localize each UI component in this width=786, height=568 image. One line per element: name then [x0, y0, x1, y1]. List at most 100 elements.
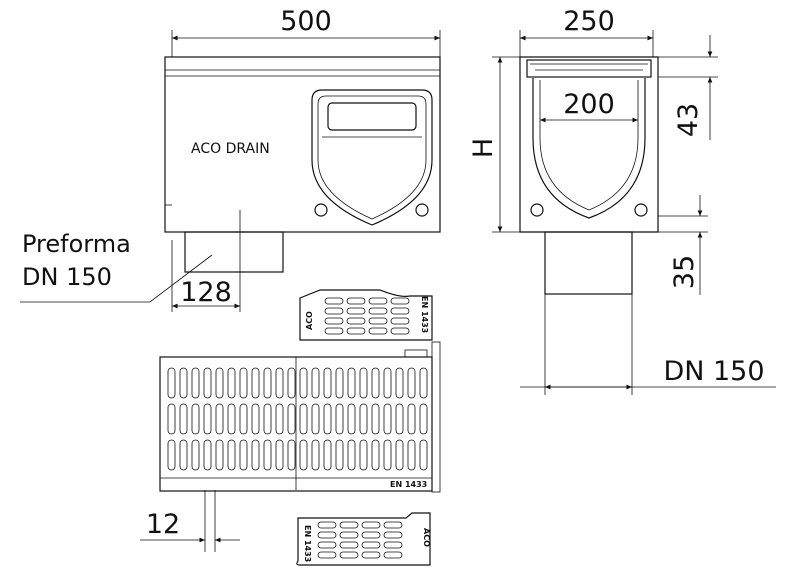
grate-slot [275, 439, 284, 471]
grate-slot [383, 367, 392, 399]
grate-slot [368, 317, 388, 325]
grate-standard-label: EN 1433 [420, 296, 429, 333]
grate-slot [390, 297, 410, 305]
grate-slot [287, 403, 296, 435]
grate-slot [203, 439, 212, 471]
grate-slot [239, 367, 248, 399]
preforma-label: Preforma [22, 230, 131, 258]
grate-slot [347, 403, 356, 435]
dim-height: H [468, 138, 499, 158]
grate-slot [419, 439, 428, 471]
brand-label: ACO DRAIN [191, 141, 270, 157]
grate-standard-label-bottom: EN 1433 [303, 525, 312, 562]
grate-slot [419, 367, 428, 399]
front-view: ACO DRAIN 500 128 Preforma DN 150 [20, 6, 441, 312]
grate-slot [419, 403, 428, 435]
grate-slot [263, 367, 272, 399]
grate-slot [263, 403, 272, 435]
grate-piece-top: ACO EN 1433 [299, 289, 433, 341]
grate-slot [317, 521, 337, 529]
grate-slot [361, 541, 381, 549]
grate-slot [251, 367, 260, 399]
grate-slot [167, 403, 176, 435]
grate-slot [215, 403, 224, 435]
grate-slot [335, 439, 344, 471]
grate-slot [324, 297, 344, 305]
grate-slot [368, 297, 388, 305]
grate-slot [335, 403, 344, 435]
grate-handle-shield [311, 89, 433, 226]
grate-slot [191, 439, 200, 471]
dim-outlet-offset: 128 [180, 277, 232, 308]
grate-slot [179, 403, 188, 435]
grate-slot [335, 367, 344, 399]
dim-gap: 12 [146, 509, 180, 540]
grate-slot [371, 367, 380, 399]
grate-slot [383, 521, 403, 529]
grate-slot [299, 367, 308, 399]
grate-slot [371, 403, 380, 435]
grate-slot [227, 367, 236, 399]
dim-length: 500 [280, 6, 332, 37]
grate-slot [347, 439, 356, 471]
grate-slot [324, 317, 344, 325]
grate-slot [383, 531, 403, 539]
grate-slot [251, 439, 260, 471]
handle-slot [327, 102, 417, 131]
grate-slot [323, 439, 332, 471]
dim-outlet-depth: 35 [669, 255, 700, 289]
grate-slot [167, 439, 176, 471]
grate-slot [347, 367, 356, 399]
grate-slot [317, 531, 337, 539]
grate-slot [263, 439, 272, 471]
grate-slot [324, 307, 344, 315]
grate-slot [395, 367, 404, 399]
channel-body [164, 56, 441, 233]
dim-width: 250 [563, 6, 615, 37]
grate-slot [215, 439, 224, 471]
grate-slot [383, 551, 403, 559]
grate-slot [311, 439, 320, 471]
grate-section [526, 59, 652, 78]
dim-outlet-diameter: DN 150 [663, 356, 764, 387]
outlet-pipe [544, 231, 633, 295]
grate-slot [167, 367, 176, 399]
grate-slot [227, 439, 236, 471]
grate-slot [191, 367, 200, 399]
grate-slot [339, 531, 359, 539]
grate-slot [299, 403, 308, 435]
grate-slot [359, 367, 368, 399]
grate-slot [275, 403, 284, 435]
grate-slot [346, 327, 366, 335]
top-view-grates: EN 1433 12 [140, 341, 441, 552]
grate-slot [311, 403, 320, 435]
grate-slot [390, 327, 410, 335]
outlet-preform [184, 231, 284, 273]
grate-slot [361, 551, 381, 559]
grate-slot [359, 403, 368, 435]
grate-slot [317, 551, 337, 559]
grate-slot [323, 367, 332, 399]
preforma-dn-label: DN 150 [22, 263, 112, 291]
grate-slot [339, 521, 359, 529]
grate-slot [339, 541, 359, 549]
grate-slot [407, 403, 416, 435]
grate-slot [383, 541, 403, 549]
grate-slot [239, 439, 248, 471]
grate-slot [317, 541, 337, 549]
grate-slot [395, 403, 404, 435]
grate-slot [346, 297, 366, 305]
grate-slot [407, 439, 416, 471]
grate-slot [368, 307, 388, 315]
grate-brand-label: ACO [305, 311, 314, 330]
grate-slot [179, 367, 188, 399]
grate-slot [361, 521, 381, 529]
grate-slot [251, 403, 260, 435]
grate-slot [191, 403, 200, 435]
grate-brand-label-bottom: ACO [422, 528, 431, 547]
grate-slot [323, 403, 332, 435]
grate-slot [371, 439, 380, 471]
grate-slot [407, 367, 416, 399]
grate-slot [311, 367, 320, 399]
